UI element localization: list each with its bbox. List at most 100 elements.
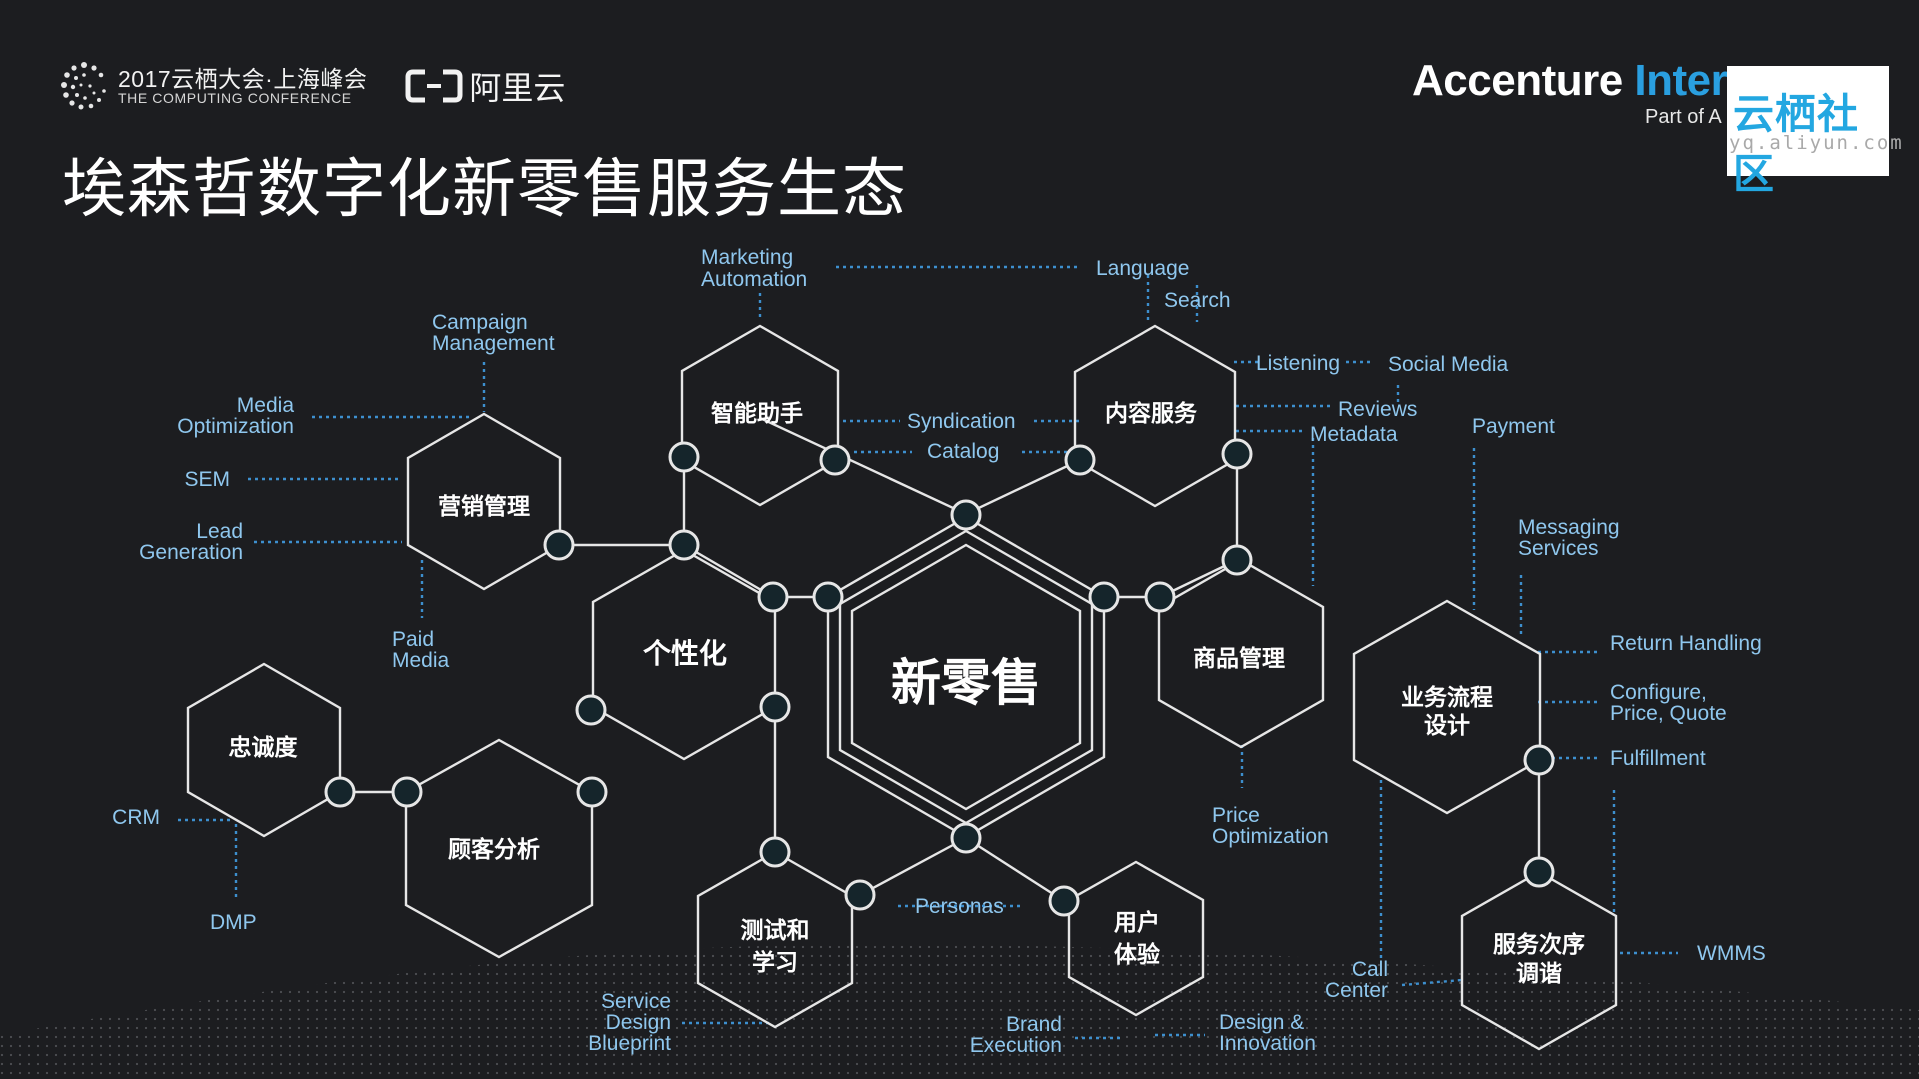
annotation-personas: Personas <box>915 895 1004 918</box>
annotation-paid-media-2: Media <box>392 649 450 672</box>
annotation-crm: CRM <box>112 806 160 829</box>
hex-label-marketing: 营销管理 <box>438 493 530 519</box>
node <box>950 499 982 531</box>
hex-center-core <box>850 543 1082 811</box>
conference-subtitle: THE COMPUTING CONFERENCE <box>118 89 352 106</box>
hex-label-process-1: 业务流程 <box>1401 684 1493 710</box>
annotation-paid-media-1: Paid <box>392 628 434 651</box>
hex-loyalty <box>186 662 342 838</box>
annotation-dmp: DMP <box>210 911 257 934</box>
node <box>324 776 356 808</box>
computing-conference-logo-icon <box>61 62 106 110</box>
accenture-logo-suffix: Inter <box>1634 56 1728 105</box>
watermark-url: yq.aliyun.com <box>1729 132 1904 154</box>
node <box>1064 444 1096 476</box>
annotation-design-innovation-2: Innovation <box>1219 1032 1316 1055</box>
annotation-fulfillment: Fulfillment <box>1610 747 1706 770</box>
node <box>819 444 851 476</box>
annotation-service-design-blueprint-3: Blueprint <box>588 1032 671 1055</box>
hex-assistant <box>680 324 840 507</box>
annotation-media-optimization-1: Media <box>237 394 295 417</box>
hex-label-loyalty: 忠诚度 <box>229 734 299 760</box>
node <box>1221 544 1253 576</box>
annotation-reviews: Reviews <box>1338 398 1417 421</box>
hex-process <box>1352 599 1542 815</box>
annotation-campaign-management-1: Campaign <box>432 311 528 334</box>
node <box>759 836 791 868</box>
hex-content <box>1073 324 1237 508</box>
node <box>1523 744 1555 776</box>
node <box>757 581 789 613</box>
hex-marketing <box>406 412 562 591</box>
node <box>1523 856 1555 888</box>
annotation-language: Language <box>1096 257 1189 280</box>
page-title: 埃森哲数字化新零售服务生态 <box>62 153 907 225</box>
annotation-campaign-management-2: Management <box>432 332 555 355</box>
aliyun-bracket-icon <box>405 69 463 103</box>
annotation-payment: Payment <box>1472 415 1555 438</box>
annotation-wmms: WMMS <box>1697 942 1766 965</box>
dotted-floor-decoration <box>0 944 1919 1079</box>
annotation-messaging-services-2: Services <box>1518 537 1599 560</box>
annotation-design-innovation-1: Design & <box>1219 1011 1304 1034</box>
accenture-logo-word: Accenture <box>1412 56 1623 105</box>
hex-label-assistant: 智能助手 <box>711 400 803 426</box>
aliyun-logo: 阿里云 <box>405 63 565 109</box>
hex-orchestration <box>1460 870 1618 1051</box>
conference-title: 2017云栖大会·上海峰会 <box>118 65 368 92</box>
annotation-brand-execution-2: Execution <box>970 1034 1062 1057</box>
node <box>668 441 700 473</box>
hex-connector-lines <box>340 416 1541 903</box>
hex-label-products: 商品管理 <box>1193 645 1285 671</box>
hex-label-ux-2: 体验 <box>1114 941 1160 967</box>
yunqi-watermark: 云栖社区 yq.aliyun.com <box>1727 66 1902 197</box>
node <box>575 694 607 726</box>
node <box>391 776 423 808</box>
node <box>1088 581 1120 613</box>
hex-label-center: 新零售 <box>891 655 1041 711</box>
hex-label-customer: 顾客分析 <box>448 836 540 862</box>
node <box>543 529 575 561</box>
hex-label-testing-2: 学习 <box>752 949 798 975</box>
annotation-brand-execution-1: Brand <box>1006 1013 1062 1036</box>
annotation-social-media: Social Media <box>1388 353 1509 376</box>
annotation-configure-price-quote-2: Price, Quote <box>1610 702 1727 725</box>
node <box>1221 438 1253 470</box>
node <box>812 581 844 613</box>
annotation-call-center-1: Call <box>1352 958 1388 981</box>
annotation-messaging-services-1: Messaging <box>1518 516 1620 539</box>
hex-label-testing-1: 测试和 <box>741 917 810 943</box>
annotation-media-optimization-2: Optimization <box>177 415 294 438</box>
node <box>950 822 982 854</box>
annotation-catalog: Catalog <box>927 440 999 463</box>
annotation-syndication: Syndication <box>907 410 1016 433</box>
header-logos: 2017云栖大会·上海峰会 THE COMPUTING CONFERENCE 阿… <box>58 60 565 112</box>
hex-label-orchestration-2: 调谐 <box>1516 960 1562 986</box>
hex-label-process-2: 设计 <box>1424 712 1470 738</box>
aliyun-logo-text: 阿里云 <box>469 70 566 106</box>
watermark-title: 云栖社区 <box>1733 91 1859 197</box>
node <box>576 776 608 808</box>
hex-label-personalization: 个性化 <box>643 638 727 669</box>
hex-label-content: 内容服务 <box>1105 400 1198 426</box>
node <box>844 879 876 911</box>
annotation-listening: Listening <box>1256 352 1340 375</box>
annotation-search: Search <box>1164 289 1231 312</box>
annotation-price-optimization-2: Optimization <box>1212 825 1329 848</box>
hex-label-orchestration-1: 服务次序 <box>1493 931 1585 957</box>
annotation-configure-price-quote-1: Configure, <box>1610 681 1707 704</box>
annotation-service-design-blueprint-2: Design <box>606 1011 671 1034</box>
node <box>759 691 791 723</box>
annotation-lead-generation-2: Generation <box>139 541 243 564</box>
annotation-marketing-automation-2: Automation <box>701 268 807 291</box>
annotation-return-handling: Return Handling <box>1610 632 1762 655</box>
accenture-subtitle: Part of A <box>1645 106 1722 128</box>
hex-label-ux-1: 用户 <box>1114 909 1160 935</box>
annotation-service-design-blueprint-1: Service <box>601 990 671 1013</box>
node <box>668 529 700 561</box>
accenture-logo: Accenture Inter <box>1412 56 1728 106</box>
annotation-lead-generation-1: Lead <box>196 520 243 543</box>
annotation-metadata: Metadata <box>1310 423 1398 446</box>
